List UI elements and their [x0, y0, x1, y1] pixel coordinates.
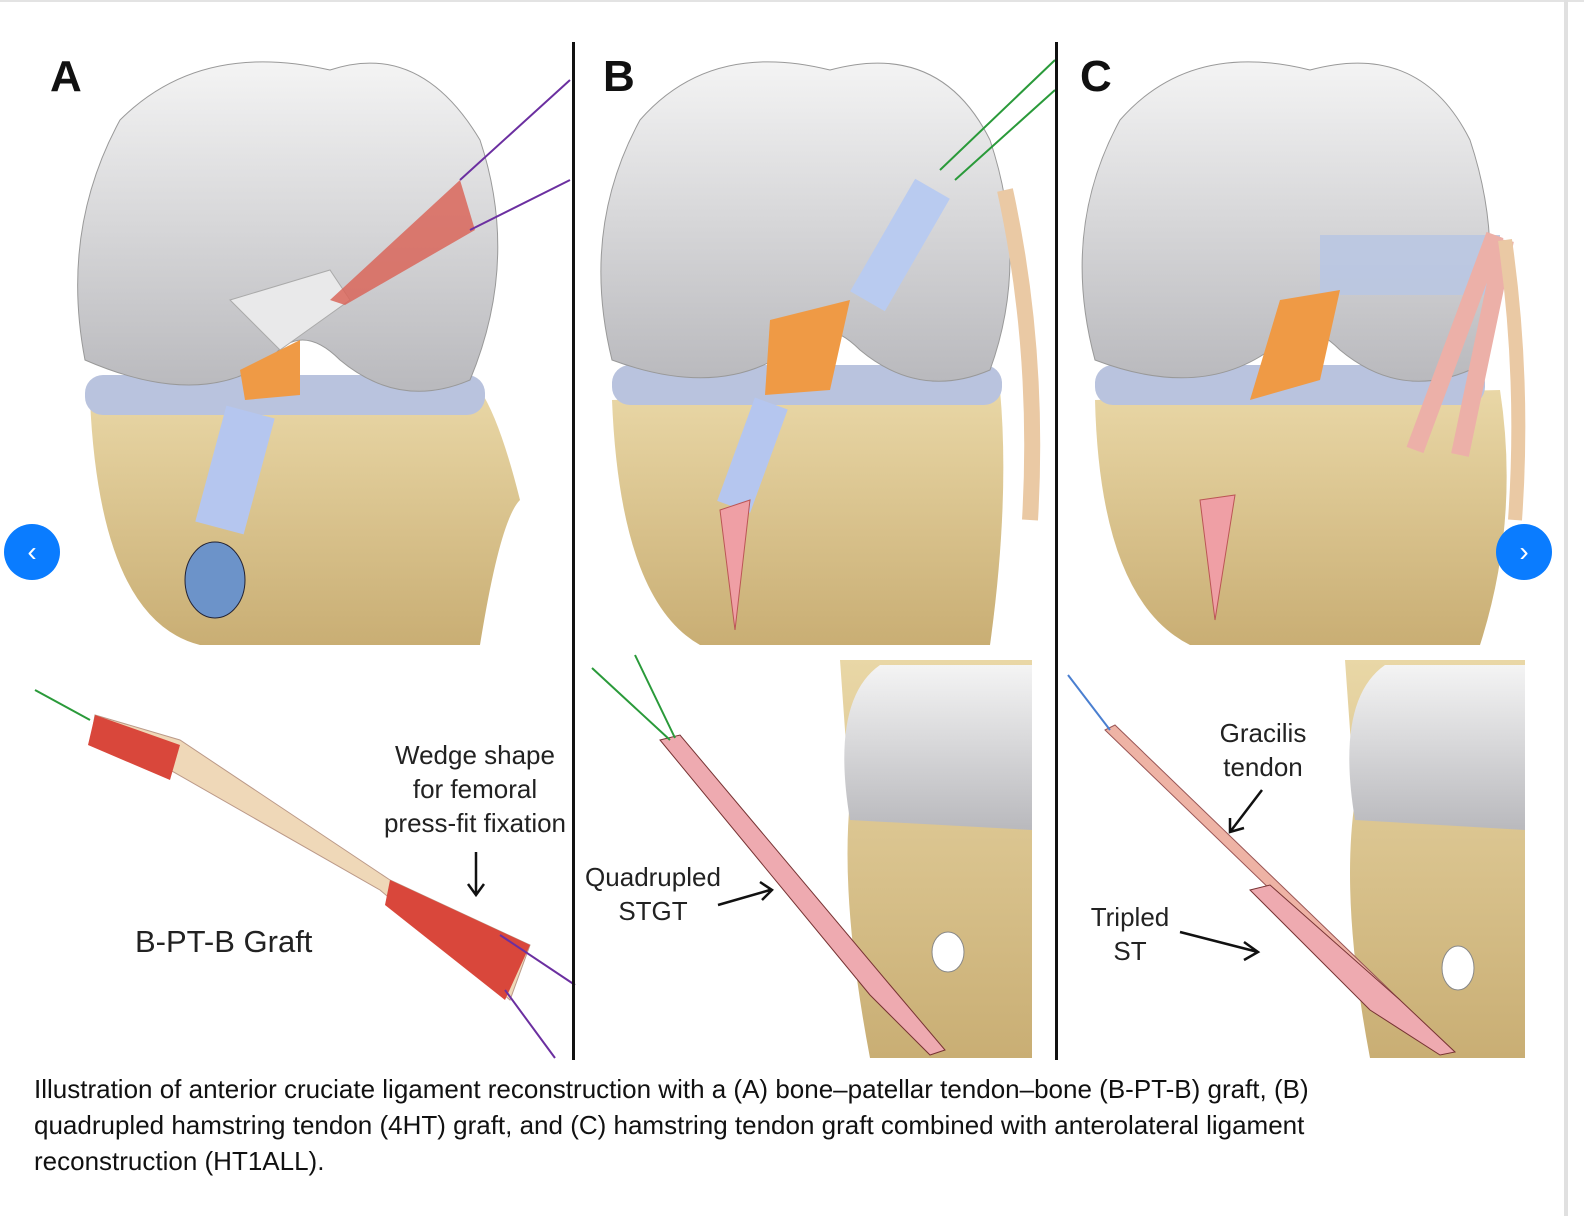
knee-panel-b	[600, 59, 1056, 645]
stgt-graft-drawing	[591, 654, 1032, 1058]
bptb-graft-drawing	[34, 689, 576, 1059]
acl-illustration	[34, 59, 1526, 1059]
chevron-right-icon: ›	[1519, 536, 1529, 567]
tripled-st-label: Tripled ST	[1090, 902, 1170, 966]
carousel-prev-button[interactable]: ‹	[4, 524, 60, 580]
bptb-graft-label: B-PT-B Graft	[135, 924, 313, 959]
top-border	[0, 0, 1584, 2]
gracilis-st-graft-drawing	[1067, 660, 1525, 1058]
panel-label-c: C	[1080, 52, 1112, 101]
scrollbar[interactable]	[1564, 0, 1568, 1216]
knee-panel-c	[1081, 61, 1526, 645]
figure-caption: Illustration of anterior cruciate ligame…	[34, 1074, 1309, 1176]
carousel-next-button[interactable]: ›	[1496, 524, 1552, 580]
gracilis-tendon-label: Gracilis tendon	[1219, 718, 1307, 782]
wedge-shape-label: Wedge shape for femoral press-fit fixati…	[383, 740, 567, 838]
panel-divider	[572, 42, 575, 1060]
panel-label-b: B	[603, 52, 635, 101]
panel-divider	[1055, 42, 1058, 1060]
quadrupled-stgt-label: Quadrupled STGT	[585, 862, 721, 926]
chevron-left-icon: ‹	[27, 536, 37, 567]
panel-label-a: A	[50, 52, 82, 101]
knee-panel-a	[77, 61, 571, 645]
